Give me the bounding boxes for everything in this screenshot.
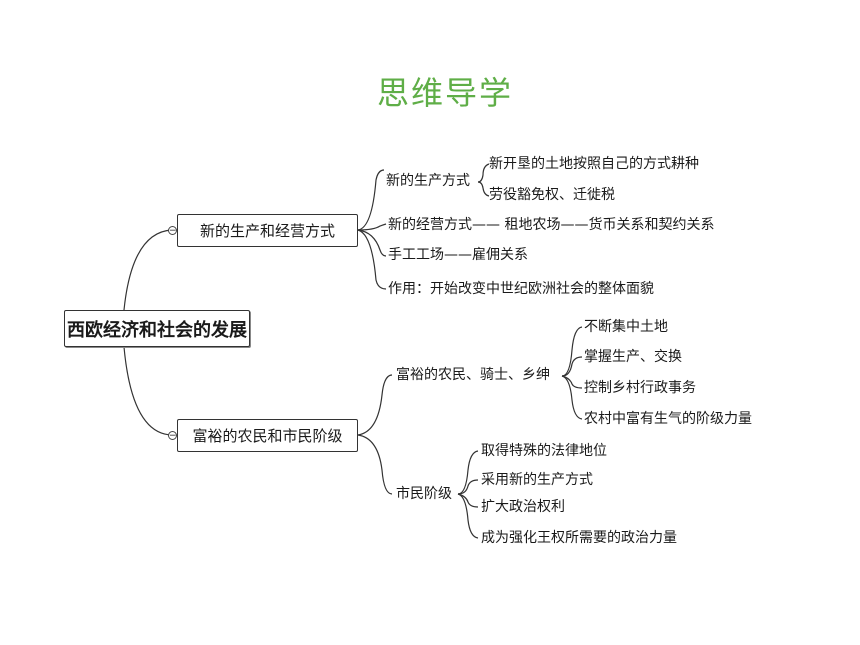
connector-b2-citizens — [357, 434, 393, 495]
node-new-production-mode: 新的生产方式 — [386, 173, 470, 189]
node-mode-item-1: 新开垦的土地按照自己的方式耕种 — [489, 156, 699, 172]
connector-cit-item3 — [457, 493, 479, 508]
connector-cit-item2 — [457, 479, 479, 495]
node-citizen-item-4: 成为强化王权所需要的政治力量 — [481, 530, 677, 546]
collapse-toggle-branch1[interactable]: − — [168, 226, 177, 236]
connector-cit-item4 — [457, 493, 479, 539]
node-rich-item-3: 控制乡村行政事务 — [584, 380, 696, 396]
connector-mode-item1 — [477, 163, 490, 183]
connector-root-branch1 — [123, 229, 173, 311]
node-citizen-item-1: 取得特殊的法律地位 — [481, 443, 607, 459]
branch-node-production[interactable]: 新的生产和经营方式 — [177, 214, 358, 247]
node-rich-peasants: 富裕的农民、骑士、乡绅 — [396, 367, 550, 383]
node-rich-item-1: 不断集中土地 — [584, 319, 668, 335]
connector-root-branch2 — [123, 346, 173, 436]
connector-rich-item1 — [561, 326, 583, 377]
connector-b1-handicraft — [357, 229, 387, 257]
connector-rich-item3 — [561, 375, 583, 389]
connector-rich-item2 — [561, 356, 583, 377]
connector-b2-rich — [357, 374, 393, 436]
connector-b1-effect — [357, 229, 387, 290]
node-effect: 作用：开始改变中世纪欧洲社会的整体面貌 — [388, 281, 654, 297]
node-citizen-class: 市民阶级 — [396, 486, 452, 502]
node-rich-item-2: 掌握生产、交换 — [584, 349, 682, 365]
branch-node-classes[interactable]: 富裕的农民和市民阶级 — [177, 419, 358, 452]
node-citizen-item-2: 采用新的生产方式 — [481, 472, 593, 488]
connector-mode-item2 — [477, 181, 490, 197]
node-mode-item-2: 劳役豁免权、迁徙税 — [489, 187, 615, 203]
connector-b1-mode — [357, 169, 385, 231]
connector-cit-item1 — [457, 450, 479, 495]
node-new-operation-mode: 新的经营方式—— 租地农场——货币关系和契约关系 — [388, 217, 715, 233]
node-citizen-item-3: 扩大政治权利 — [481, 499, 565, 515]
node-handicraft-workshop: 手工工场——雇佣关系 — [388, 247, 528, 263]
page-title: 思维导学 — [376, 74, 513, 112]
connector-rich-item4 — [561, 375, 583, 420]
connector-b1-operation — [357, 223, 387, 231]
collapse-toggle-branch2[interactable]: − — [168, 431, 177, 441]
node-rich-item-4: 农村中富有生气的阶级力量 — [584, 411, 752, 427]
root-node: 西欧经济和社会的发展 — [64, 310, 250, 347]
